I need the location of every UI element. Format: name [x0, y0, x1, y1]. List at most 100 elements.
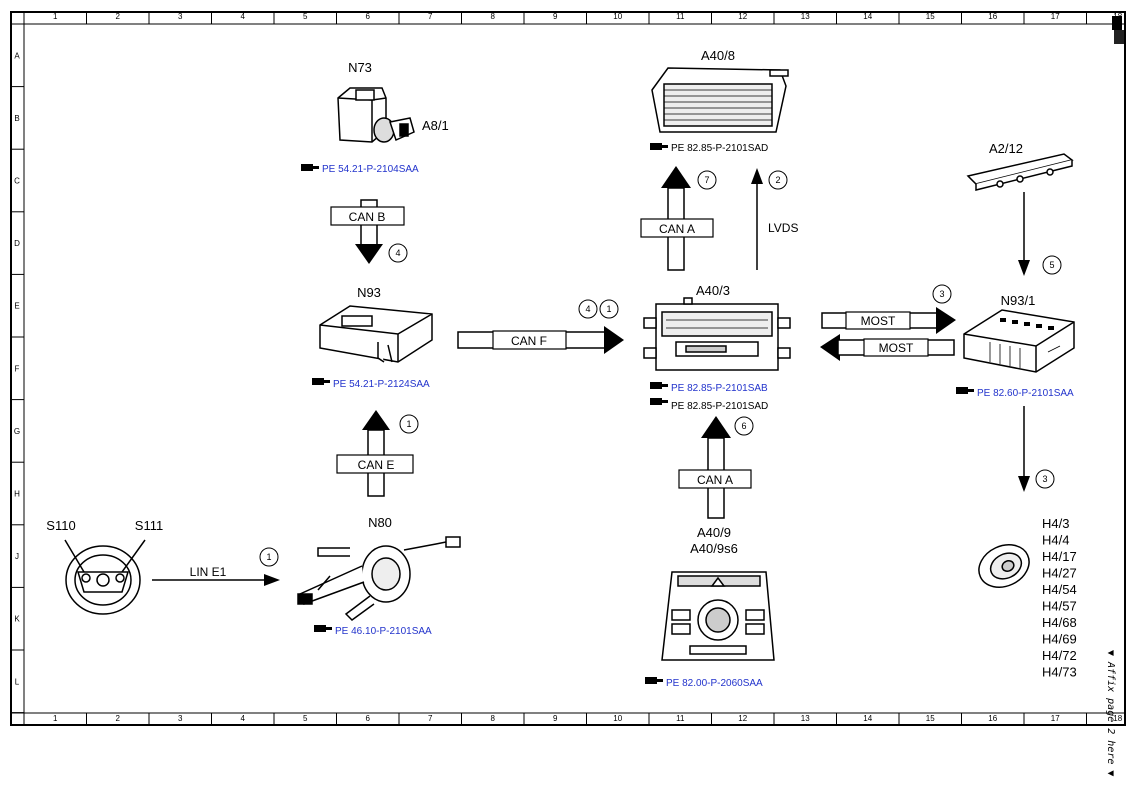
control-panel-a40-9-icon — [661, 571, 775, 661]
most-outgoing-arrow — [821, 307, 956, 334]
step-lvds: 2 — [775, 175, 780, 185]
grid-column-label: 11 — [676, 714, 685, 723]
s111-label: S111 — [135, 518, 163, 533]
reference-hand-icon — [650, 398, 668, 405]
grid-column-label: 10 — [613, 12, 622, 21]
most-incoming-label: MOST — [879, 341, 914, 355]
grid-column-label: 13 — [801, 714, 810, 723]
head-unit-a40-3-icon — [643, 297, 791, 371]
grid-column-label: 5 — [303, 12, 308, 21]
lvds-arrow — [751, 168, 763, 270]
amplifier-n93-1-icon — [963, 309, 1075, 373]
grid-row-label: A — [14, 51, 20, 60]
a40-3-reference-secondary[interactable]: PE 82.85-P-2101SAD — [671, 401, 768, 412]
most-outgoing-label: MOST — [861, 314, 896, 328]
grid-column-labels: 1122334455667788991010111112121313141415… — [53, 12, 1123, 725]
a8-1-label: A8/1 — [422, 118, 449, 133]
grid-column-label: 4 — [241, 12, 246, 21]
grid-column-label: 3 — [178, 12, 183, 21]
ignition-lock-icon — [337, 87, 415, 143]
n80-label: N80 — [368, 515, 392, 530]
can-e-arrow — [336, 410, 414, 497]
book-icon — [1112, 16, 1124, 44]
grid-column-label: 1 — [53, 714, 58, 723]
grid-column-label: 2 — [116, 12, 121, 21]
grid-column-label: 8 — [491, 714, 496, 723]
s110-label: S110 — [46, 518, 75, 533]
a2-12-to-n93-1-arrow — [1018, 192, 1030, 276]
step-can-a-upper: 7 — [704, 175, 709, 185]
steering-wheel-icon — [64, 539, 146, 615]
n93-reference[interactable]: PE 54.21-P-2124SAA — [333, 379, 430, 390]
reference-hand-icon — [650, 143, 668, 150]
step-can-f-b: 1 — [606, 304, 611, 314]
grid-column-label: 16 — [988, 12, 997, 21]
can-f-arrow — [457, 326, 624, 354]
grid-column-label: 17 — [1051, 12, 1060, 21]
n73-reference[interactable]: PE 54.21-P-2104SAA — [322, 164, 419, 175]
speaker-label: H4/54 — [1042, 582, 1077, 597]
grid-column-label: 12 — [738, 12, 747, 21]
lvds-label: LVDS — [768, 221, 798, 235]
grid-row-label: L — [15, 677, 20, 686]
grid-column-label: 16 — [988, 714, 997, 723]
speaker-label: H4/27 — [1042, 566, 1077, 581]
antenna-module-a2-12-icon — [966, 153, 1074, 191]
can-b-label: CAN B — [349, 210, 386, 224]
grid-row-label: E — [14, 302, 19, 311]
most-incoming-arrow — [820, 334, 955, 361]
reference-hand-icon — [956, 387, 974, 394]
can-a-upper-label: CAN A — [659, 222, 695, 236]
grid-row-label: D — [14, 239, 20, 248]
a40-8-label: A40/8 — [701, 48, 735, 63]
grid-column-label: 10 — [613, 714, 622, 723]
grid-column-label: 5 — [303, 714, 308, 723]
a2-12-label: A2/12 — [989, 141, 1023, 156]
step-can-a-lower: 6 — [741, 421, 746, 431]
affix-note: ▼ Affix page 2 here ▼ — [1105, 650, 1116, 776]
n93-1-reference[interactable]: PE 82.60-P-2101SAA — [977, 388, 1074, 399]
a40-8-reference[interactable]: PE 82.85-P-2101SAD — [671, 143, 768, 154]
can-a-lower-label: CAN A — [697, 473, 733, 487]
grid-row-label: H — [14, 490, 20, 499]
speaker-list: H4/3H4/4H4/17H4/27H4/54H4/57H4/68H4/69H4… — [1042, 516, 1077, 680]
a40-9-label: A40/9 — [697, 525, 731, 540]
step-can-f-a: 4 — [585, 304, 590, 314]
n80-reference[interactable]: PE 46.10-P-2101SAA — [335, 626, 432, 637]
grid-column-label: 9 — [553, 12, 558, 21]
grid-column-label: 8 — [491, 12, 496, 21]
speaker-label: H4/57 — [1042, 599, 1077, 614]
a40-3-reference-primary[interactable]: PE 82.85-P-2101SAB — [671, 383, 768, 394]
a40-9-reference[interactable]: PE 82.00-P-2060SAA — [666, 678, 763, 689]
n93-1-label: N93/1 — [1001, 293, 1036, 308]
speaker-label: H4/17 — [1042, 549, 1077, 564]
can-f-label: CAN F — [511, 334, 547, 348]
grid-column-label: 1 — [53, 12, 58, 21]
diagram-frame — [10, 11, 1126, 726]
grid-column-label: 6 — [366, 714, 371, 723]
grid-column-label: 4 — [241, 714, 246, 723]
display-a40-8-icon — [651, 67, 789, 133]
grid-column-label: 15 — [926, 714, 935, 723]
grid-row-label: J — [15, 552, 19, 561]
speaker-icon — [978, 544, 1030, 588]
reference-hand-icon — [301, 164, 319, 171]
reference-hand-icon — [312, 378, 330, 385]
can-b-arrow — [330, 199, 405, 264]
grid-row-label: F — [15, 364, 20, 373]
grid-column-label: 14 — [863, 714, 872, 723]
grid-column-label: 11 — [676, 12, 685, 21]
step-can-b: 4 — [395, 248, 400, 258]
step-speakers: 3 — [1042, 474, 1047, 484]
grid-row-label: C — [14, 177, 20, 186]
reference-hand-icon — [645, 677, 663, 684]
step-most: 3 — [939, 289, 944, 299]
n93-1-to-speakers-arrow — [1018, 406, 1030, 492]
grid-column-label: 18 — [1113, 714, 1122, 723]
grid-column-label: 7 — [428, 714, 433, 723]
reference-hand-icon — [650, 382, 668, 389]
grid-row-label: B — [14, 114, 19, 123]
grid-column-label: 7 — [428, 12, 433, 21]
grid-column-label: 13 — [801, 12, 810, 21]
speaker-label: H4/68 — [1042, 615, 1077, 630]
